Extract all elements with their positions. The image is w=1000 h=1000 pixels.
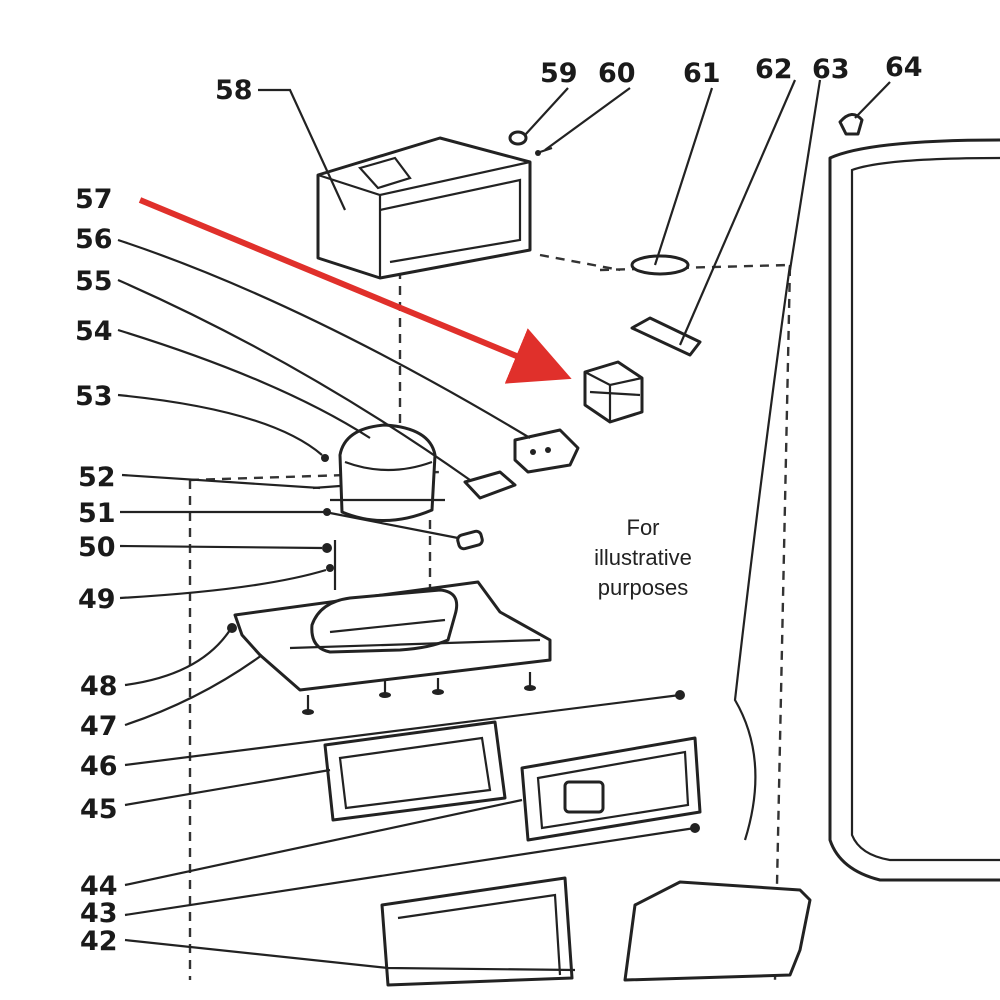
part-number-labels: 58 59 60 61 62 63 64 57 56 55 54 53 52 5… — [75, 52, 923, 957]
part-63-wire — [733, 264, 792, 841]
plate-bolts — [302, 672, 536, 715]
label-43: 43 — [80, 898, 118, 929]
label-57: 57 — [75, 184, 113, 215]
label-61: 61 — [683, 58, 721, 89]
label-48: 48 — [80, 671, 118, 702]
refrigerator-cabinet — [828, 138, 1000, 882]
label-60: 60 — [598, 58, 636, 89]
highlight-arrow — [138, 197, 572, 384]
label-49: 49 — [78, 584, 116, 615]
part-54-compressor — [330, 423, 445, 522]
lower-bracket — [623, 880, 812, 982]
label-44: 44 — [80, 871, 118, 902]
label-52: 52 — [78, 462, 116, 493]
label-45: 45 — [80, 794, 118, 825]
part-47-mounting-plate — [227, 580, 552, 692]
note-line-2: illustrative — [594, 545, 692, 570]
label-55: 55 — [75, 266, 113, 297]
label-42: 42 — [80, 926, 118, 957]
part-57-relay — [583, 360, 644, 424]
part-capacitor — [456, 529, 484, 551]
label-47: 47 — [80, 711, 118, 742]
label-46: 46 — [80, 751, 118, 782]
part-61-grommet — [630, 254, 690, 276]
leader-lines — [117, 79, 891, 972]
label-53: 53 — [75, 381, 113, 412]
label-50: 50 — [78, 532, 116, 563]
label-56: 56 — [75, 224, 113, 255]
illustrative-note: For illustrative purposes — [594, 515, 692, 600]
label-59: 59 — [540, 58, 578, 89]
label-63: 63 — [812, 54, 850, 85]
label-51: 51 — [78, 498, 116, 529]
note-line-3: purposes — [598, 575, 689, 600]
part-45-grille — [323, 720, 507, 822]
part-44-switch-panel — [520, 736, 702, 842]
part-56-overload — [513, 428, 580, 474]
label-58: 58 — [215, 75, 253, 106]
label-64: 64 — [885, 52, 923, 83]
label-62: 62 — [755, 54, 793, 85]
label-54: 54 — [75, 316, 113, 347]
part-59-60-fasteners — [508, 130, 553, 156]
part-55-terminal — [463, 470, 517, 500]
part-64-knob — [838, 113, 864, 136]
part-62-bracket — [630, 316, 702, 357]
part-42-lower-frame — [380, 876, 574, 987]
note-line-1: For — [627, 515, 660, 540]
part-58-control-housing — [316, 136, 532, 280]
